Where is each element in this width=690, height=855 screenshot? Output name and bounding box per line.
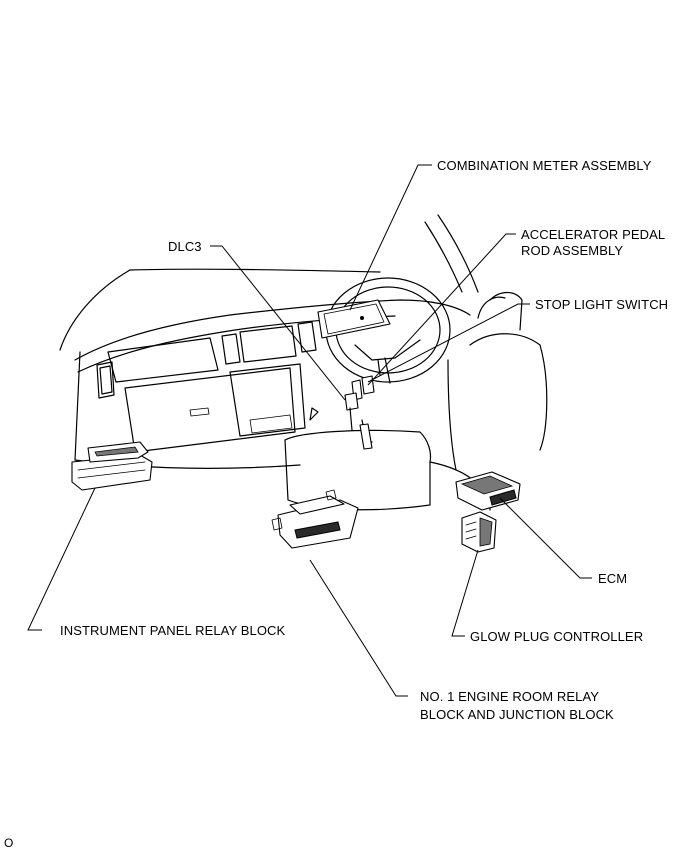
label-combination-meter: COMBINATION METER ASSEMBLY [437, 158, 652, 173]
glow-plug-controller-part [461, 511, 497, 553]
label-instrument-panel-relay-block: INSTRUMENT PANEL RELAY BLOCK [60, 623, 286, 638]
label-glow-plug-controller: GLOW PLUG CONTROLLER [470, 629, 644, 644]
windshield-outline [59, 214, 479, 351]
figure-code: O [4, 836, 14, 850]
driver-seat [447, 291, 548, 471]
label-accelerator-line2: ROD ASSEMBLY [521, 243, 624, 258]
ecm-part [455, 471, 521, 511]
pedal-assembly [309, 375, 375, 450]
instrument-panel-relay-block-part [71, 441, 153, 491]
label-engine-room-line2: BLOCK AND JUNCTION BLOCK [420, 707, 614, 722]
leader-lines [27, 164, 592, 697]
engine-room-relay-block-part [271, 489, 359, 549]
label-ecm: ECM [598, 571, 628, 586]
label-stop-light-switch: STOP LIGHT SWITCH [535, 297, 669, 312]
dashboard [74, 299, 491, 511]
label-dlc3: DLC3 [168, 239, 202, 254]
combination-meter-part [317, 299, 391, 339]
label-engine-room-line1: NO. 1 ENGINE ROOM RELAY [420, 689, 600, 704]
label-accelerator-line1: ACCELERATOR PEDAL [521, 227, 666, 242]
